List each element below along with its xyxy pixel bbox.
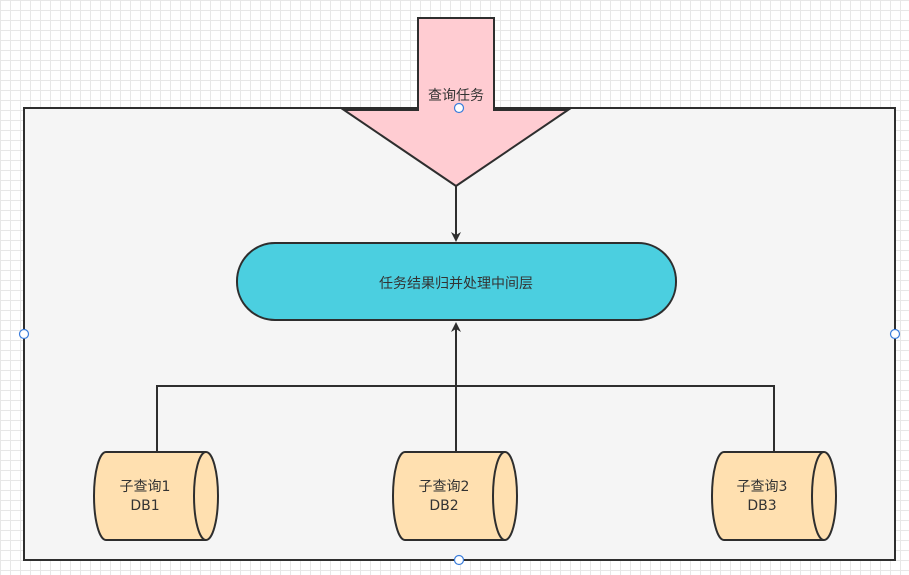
query-task-label: 查询任务 (428, 88, 484, 104)
database-2-subquery-label: 子查询2 (419, 479, 470, 495)
container-handle-top[interactable] (453, 102, 465, 114)
database-1-db-label: DB1 (130, 498, 159, 514)
middle-layer-box[interactable] (236, 242, 677, 321)
database-3-subquery-label: 子查询3 (737, 479, 788, 495)
middle-layer-label: 任务结果归并处理中间层 (379, 275, 533, 292)
query-task-arrow[interactable] (340, 17, 572, 188)
database-3[interactable]: 子查询3 DB3 (711, 451, 837, 541)
database-2[interactable]: 子查询2 DB2 (392, 451, 518, 541)
connector-db1[interactable] (156, 385, 456, 452)
container-handle-right[interactable] (889, 328, 901, 340)
database-1-subquery-label: 子查询1 (120, 479, 171, 495)
container-handle-bottom[interactable] (453, 554, 465, 566)
connector-db3[interactable] (456, 385, 775, 452)
container-handle-left[interactable] (18, 328, 30, 340)
database-1[interactable]: 子查询1 DB1 (93, 451, 219, 541)
database-2-db-label: DB2 (429, 498, 458, 514)
database-3-db-label: DB3 (747, 498, 776, 514)
